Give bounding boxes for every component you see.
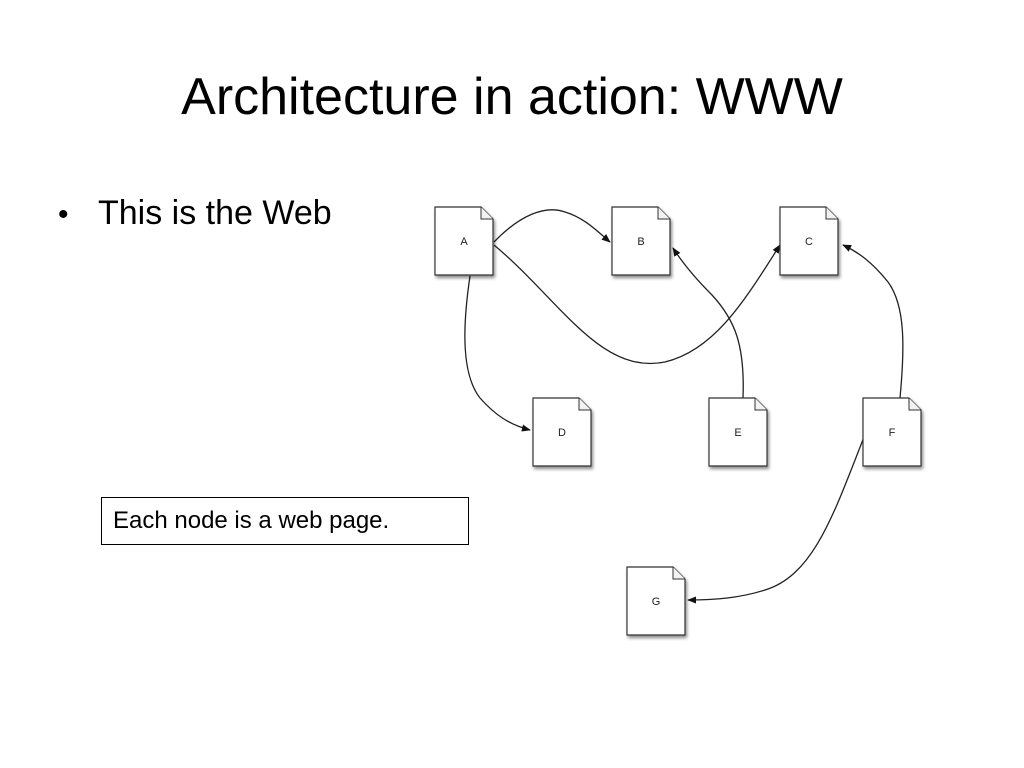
node-b: B — [611, 206, 671, 276]
document-icon — [532, 397, 592, 467]
node-label: D — [558, 427, 566, 439]
edge-e-to-b — [672, 247, 744, 399]
nodes-layer: A B C D E F G — [434, 206, 922, 636]
edge-f-to-c — [842, 244, 904, 399]
page-fold-icon — [825, 207, 838, 220]
page-fold-icon — [672, 567, 685, 580]
edge-f-to-g — [687, 431, 867, 604]
document-icon — [708, 397, 768, 467]
slide-title: Architecture in action: WWW — [181, 68, 843, 126]
page-fold-icon — [578, 398, 591, 411]
node-c: C — [779, 206, 839, 276]
node-f: F — [862, 397, 922, 467]
bullet-list: • This is the Web — [58, 190, 332, 238]
page-fold-icon — [908, 398, 921, 411]
node-label: F — [889, 427, 896, 439]
node-label: C — [805, 236, 813, 248]
node-g: G — [626, 566, 686, 636]
document-icon — [779, 206, 839, 276]
bullet-item: • This is the Web — [58, 190, 332, 238]
node-a: A — [434, 206, 494, 276]
bullet-icon: • — [58, 198, 69, 231]
document-icon — [626, 566, 686, 636]
caption-box: Each node is a web page. — [101, 497, 469, 545]
node-d: D — [532, 397, 592, 467]
edges-layer — [464, 209, 904, 604]
document-icon — [611, 206, 671, 276]
node-e: E — [708, 397, 768, 467]
document-icon — [434, 206, 494, 276]
edge-a-to-c — [493, 244, 781, 365]
node-label: G — [652, 596, 661, 608]
page-fold-icon — [657, 207, 670, 220]
page-fold-icon — [754, 398, 767, 411]
bullet-text: This is the Web — [98, 194, 332, 232]
node-label: A — [460, 236, 468, 248]
page-fold-icon — [480, 207, 493, 220]
edge-a-to-d — [464, 275, 531, 432]
edge-a-to-b — [493, 209, 611, 243]
document-icon — [862, 397, 922, 467]
node-label: E — [734, 427, 741, 439]
node-label: B — [637, 236, 644, 248]
